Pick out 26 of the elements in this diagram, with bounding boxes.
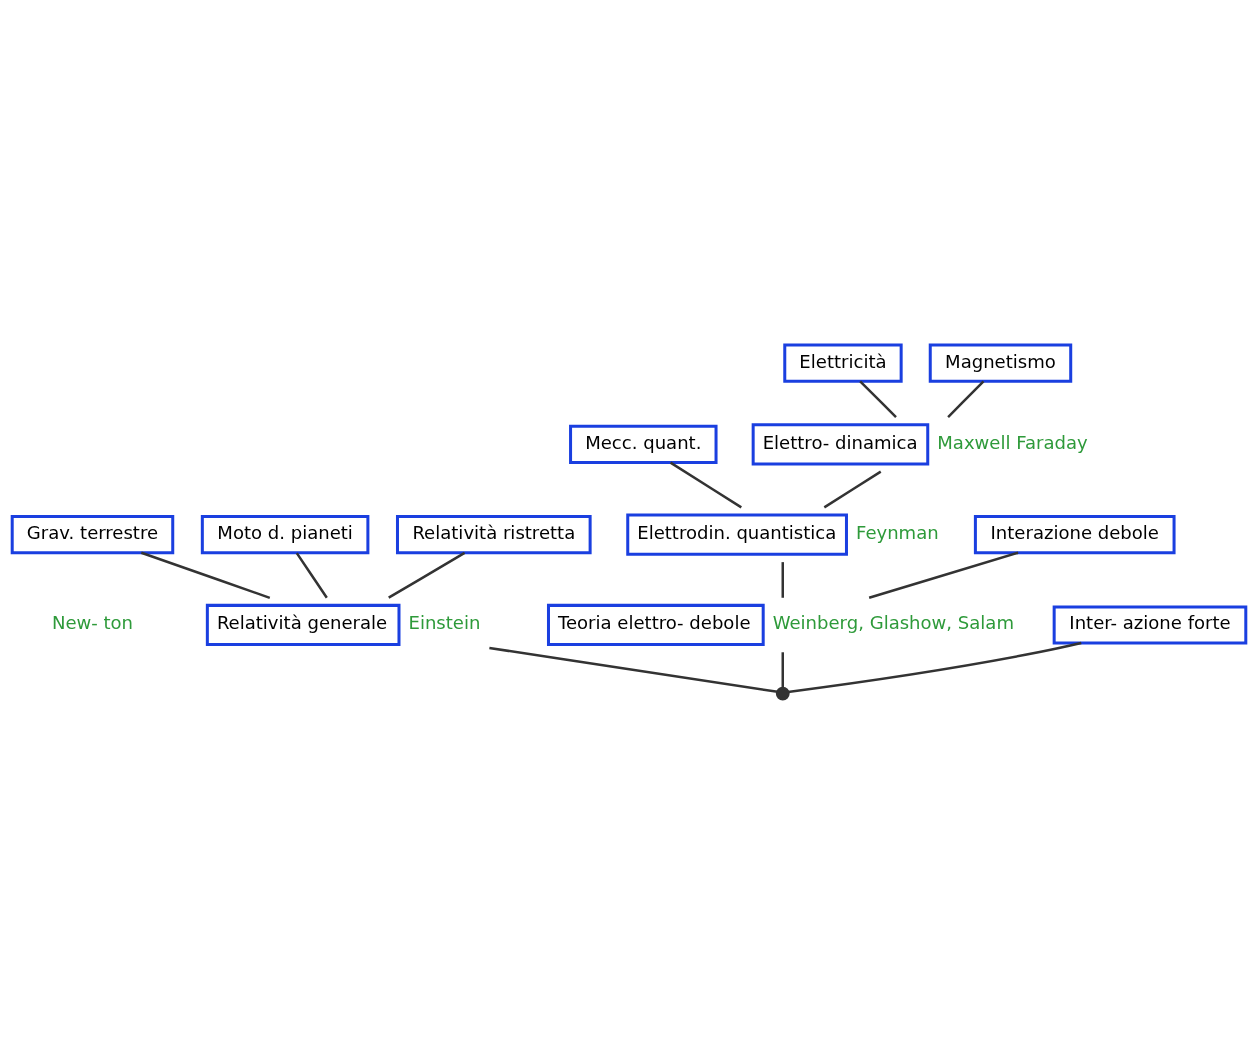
node-box: Moto d. pianeti [200, 514, 370, 554]
connector [781, 561, 784, 598]
connector [823, 470, 882, 508]
connector [781, 651, 784, 688]
node-box: Relatività ristretta [395, 514, 592, 554]
connector [489, 646, 778, 693]
label: New- ton [51, 611, 134, 633]
node-box: Interazione debole [973, 514, 1176, 554]
connector [787, 641, 1082, 693]
connector [868, 551, 1019, 599]
node-label: Maxwell Faraday [937, 431, 1088, 453]
node-box: Grav. terrestre [10, 514, 175, 554]
connector [669, 461, 742, 508]
node-point [775, 686, 790, 700]
node-box: Mecc. quant. [569, 424, 718, 464]
connector [140, 551, 271, 599]
connector [388, 551, 466, 599]
connector [947, 379, 985, 418]
node-box: Magnetismo [928, 343, 1073, 383]
connector [859, 379, 897, 418]
node-box: Inter- azione forte [1052, 604, 1248, 644]
node-box: Elettricità [783, 343, 903, 383]
node-label: Einstein [408, 611, 481, 633]
node-label: Weinberg, Glashow, Salam [772, 611, 1015, 633]
connector [295, 551, 328, 599]
node-label: Feynman [856, 521, 939, 543]
